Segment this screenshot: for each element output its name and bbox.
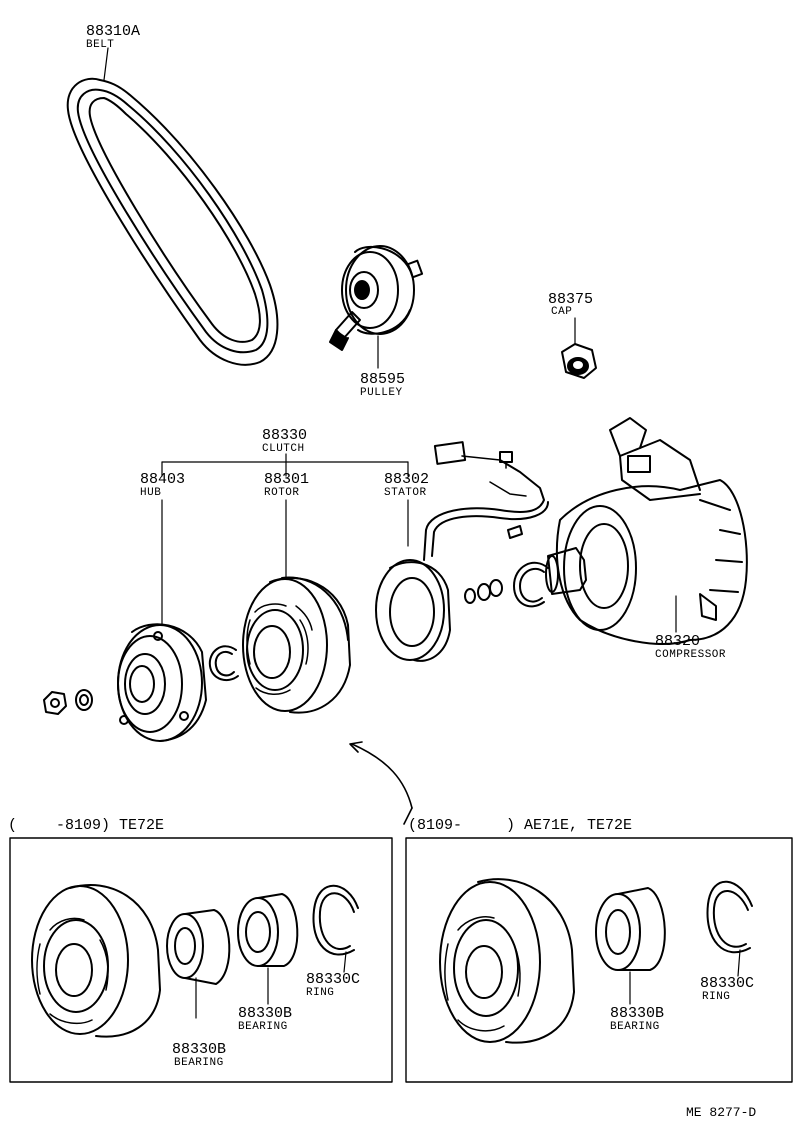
rotor-part-name: ROTOR xyxy=(264,487,300,499)
variant-left-paren: ( xyxy=(8,817,18,834)
compressor-part-name: COMPRESSOR xyxy=(655,649,727,661)
clutch-part-name: CLUTCH xyxy=(262,443,305,455)
compressor-drawing xyxy=(545,417,748,645)
variant-right-header-start: (8109- xyxy=(408,817,463,834)
hub-part-name: HUB xyxy=(140,487,162,499)
belt-part-number: 88310A xyxy=(86,23,141,40)
right-bearing-drawing xyxy=(595,887,666,1005)
right-ring-part-number: 88330C xyxy=(700,975,755,992)
rotor-part-number: 88301 xyxy=(264,471,310,488)
hub-drawing xyxy=(117,623,207,742)
right-rotor-drawing xyxy=(439,878,575,1044)
left-bearing-outer-part-name: BEARING xyxy=(238,1021,288,1033)
left-bearing-outer-part-number: 88330B xyxy=(238,1005,293,1022)
diagram-code: ME 8277-D xyxy=(686,1105,757,1120)
shims-drawing xyxy=(464,579,503,604)
variant-left-header: -8109) TE72E xyxy=(56,817,165,834)
cap-drawing xyxy=(561,317,597,379)
left-ring-part-number: 88330C xyxy=(306,971,361,988)
right-bearing-part-number: 88330B xyxy=(610,1005,665,1022)
snap-ring-large xyxy=(513,561,549,608)
belt-drawing xyxy=(66,47,279,366)
pulley-part-name: PULLEY xyxy=(360,387,403,399)
left-ring-drawing xyxy=(312,884,359,973)
hub-part-number: 88403 xyxy=(140,471,186,488)
right-ring-part-name: RING xyxy=(702,991,731,1003)
variant-right-header-end: ) AE71E, TE72E xyxy=(506,817,633,834)
flow-arrow xyxy=(349,741,413,825)
variant-box-right xyxy=(405,837,793,1083)
compressor-part-number: 88320 xyxy=(655,633,701,650)
left-bearing-inner-part-name: BEARING xyxy=(174,1057,224,1069)
cap-part-name: CAP xyxy=(551,306,573,318)
cap-part-number: 88375 xyxy=(548,291,594,308)
right-ring-drawing xyxy=(706,880,753,977)
left-ring-part-name: RING xyxy=(306,987,335,999)
nut-washer-drawing xyxy=(43,689,93,715)
belt-part-name: BELT xyxy=(86,39,115,51)
rotor-drawing xyxy=(242,576,351,714)
variant-box-left xyxy=(9,837,393,1083)
clutch-bracket xyxy=(161,453,409,625)
left-bearing-inner-drawing xyxy=(166,909,231,1019)
pulley-drawing xyxy=(329,245,424,369)
left-bearing-outer-drawing xyxy=(237,893,299,1005)
left-rotor-drawing xyxy=(31,883,161,1038)
pulley-part-number: 88595 xyxy=(360,371,406,388)
stator-drawing xyxy=(375,441,549,662)
left-bearing-inner-part-number: 88330B xyxy=(172,1041,227,1058)
snap-ring-small xyxy=(208,645,239,682)
stator-part-number: 88302 xyxy=(384,471,430,488)
stator-part-name: STATOR xyxy=(384,487,427,499)
clutch-part-number: 88330 xyxy=(262,427,308,444)
right-bearing-part-name: BEARING xyxy=(610,1021,660,1033)
